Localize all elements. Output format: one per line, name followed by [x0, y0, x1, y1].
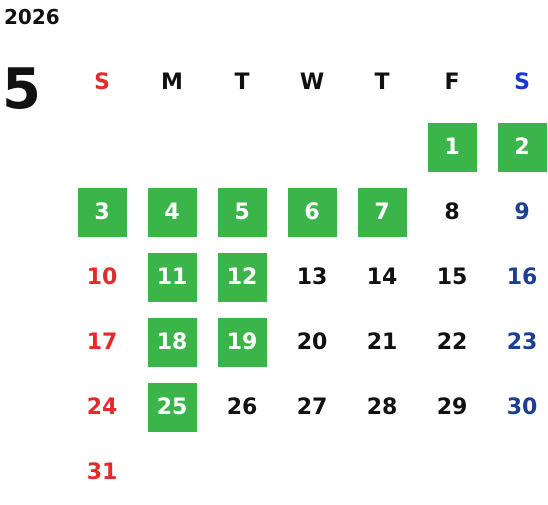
- day-cell: 29: [417, 375, 487, 440]
- day-cell: 24: [67, 375, 137, 440]
- highlighted-day[interactable]: 12: [217, 253, 267, 302]
- day-number[interactable]: 21: [366, 330, 398, 355]
- day-number[interactable]: 9: [514, 200, 530, 225]
- day-cell: 9: [487, 180, 548, 245]
- day-number[interactable]: 16: [506, 265, 538, 290]
- day-cell: 11: [137, 245, 207, 310]
- day-cell: 31: [67, 440, 137, 505]
- day-cell: 6: [277, 180, 347, 245]
- empty-day-cell: [277, 115, 347, 180]
- day-number[interactable]: 22: [436, 330, 468, 355]
- day-cell: 17: [67, 310, 137, 375]
- empty-day-cell: [137, 115, 207, 180]
- day-number[interactable]: 23: [506, 330, 538, 355]
- day-number[interactable]: 27: [296, 395, 328, 420]
- day-cell: 8: [417, 180, 487, 245]
- day-number[interactable]: 10: [86, 265, 118, 290]
- day-cell: 4: [137, 180, 207, 245]
- day-cell: 12: [207, 245, 277, 310]
- day-number[interactable]: 31: [86, 460, 118, 485]
- empty-day-cell: [207, 115, 277, 180]
- month-number: 5: [2, 57, 41, 122]
- weekday-header: M: [161, 70, 183, 95]
- day-number[interactable]: 13: [296, 265, 328, 290]
- day-cell: 10: [67, 245, 137, 310]
- weekday-header: F: [444, 70, 460, 95]
- day-number[interactable]: 29: [436, 395, 468, 420]
- day-number[interactable]: 24: [86, 395, 118, 420]
- weekday-header: S: [514, 70, 530, 95]
- empty-day-cell: [67, 115, 137, 180]
- day-cell: 30: [487, 375, 548, 440]
- highlighted-day[interactable]: 1: [427, 123, 477, 172]
- day-cell: 18: [137, 310, 207, 375]
- day-number[interactable]: 28: [366, 395, 398, 420]
- day-cell: 26: [207, 375, 277, 440]
- day-cell: 2: [487, 115, 548, 180]
- day-cell: 15: [417, 245, 487, 310]
- day-number[interactable]: 30: [506, 395, 538, 420]
- highlighted-day[interactable]: 11: [147, 253, 197, 302]
- day-cell: 3: [67, 180, 137, 245]
- highlighted-day[interactable]: 6: [287, 188, 337, 237]
- highlighted-day[interactable]: 18: [147, 318, 197, 367]
- day-cell: 1: [417, 115, 487, 180]
- day-cell: 7: [347, 180, 417, 245]
- highlighted-day[interactable]: 19: [217, 318, 267, 367]
- weekday-header: W: [299, 70, 325, 95]
- day-cell: 13: [277, 245, 347, 310]
- day-cell: 16: [487, 245, 548, 310]
- day-number[interactable]: 20: [296, 330, 328, 355]
- empty-day-cell: [347, 115, 417, 180]
- year-label: 2026: [4, 5, 60, 29]
- highlighted-day[interactable]: 7: [357, 188, 407, 237]
- highlighted-day[interactable]: 5: [217, 188, 267, 237]
- day-number[interactable]: 8: [444, 200, 460, 225]
- day-cell: 20: [277, 310, 347, 375]
- day-cell: 21: [347, 310, 417, 375]
- weekday-header: T: [234, 70, 250, 95]
- day-number[interactable]: 15: [436, 265, 468, 290]
- day-number[interactable]: 14: [366, 265, 398, 290]
- day-cell: 27: [277, 375, 347, 440]
- day-cell: 25: [137, 375, 207, 440]
- day-number[interactable]: 17: [86, 330, 118, 355]
- day-cell: 19: [207, 310, 277, 375]
- highlighted-day[interactable]: 4: [147, 188, 197, 237]
- highlighted-day[interactable]: 3: [77, 188, 127, 237]
- weekday-header: T: [374, 70, 390, 95]
- day-number[interactable]: 26: [226, 395, 258, 420]
- day-cell: 5: [207, 180, 277, 245]
- weekday-header: S: [94, 70, 110, 95]
- day-cell: 28: [347, 375, 417, 440]
- highlighted-day[interactable]: 25: [147, 383, 197, 432]
- day-cell: 22: [417, 310, 487, 375]
- highlighted-day[interactable]: 2: [497, 123, 547, 172]
- day-cell: 14: [347, 245, 417, 310]
- day-cell: 23: [487, 310, 548, 375]
